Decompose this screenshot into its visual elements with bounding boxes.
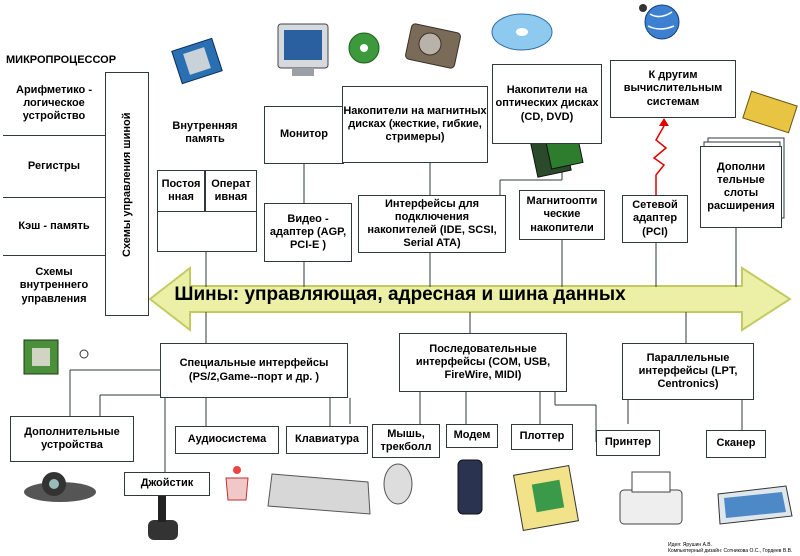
scanner-box: Сканер [706,430,766,458]
scanner-icon [717,485,793,525]
monitor-icon [277,23,329,76]
serial-interfaces-box: Последовательные интерфейсы (COM, USB, F… [399,333,567,392]
internal-control-box: Схемы внутреннего управления [3,256,106,316]
joystick-box: Джойстик [124,472,210,496]
cpu-chip-icon [171,37,223,85]
plotter-box: Плоттер [511,424,573,450]
printer-icon [619,471,683,525]
hard-disk-icon [405,23,461,69]
mouse-box: Мышь, трекболл [372,424,440,458]
other-systems-box: К другим вычислительным системам [610,60,736,118]
footer-design: Компьютерный дизайн: Сотникова О.С., Гор… [668,548,793,554]
modem-box: Модем [446,424,498,448]
parallel-interfaces-box: Параллельные интерфейсы (LPT, Centronics… [622,343,754,400]
network-adapter-box: Сетевой адаптер (PCI) [622,195,688,243]
additional-devices-box: Дополнительные устройства [10,416,134,462]
modem-icon [457,459,483,515]
ram-box: Операт ивная [205,170,257,212]
connection-lines [69,143,743,472]
keyboard-icon [267,473,371,515]
video-adapter-box: Видео - адаптер (AGP, PCI-E ) [264,203,352,262]
webcam-icon [24,472,96,502]
audio-box: Аудиосистема [175,426,279,454]
special-interfaces-box: Специальные интерфейсы (PS/2,Game--порт … [160,343,348,398]
magnetic-drives-box: Накопители на магнитных дисках (жесткие,… [342,86,488,163]
plotter-icon [512,464,580,532]
cache-box: Кэш - память [3,198,106,256]
speaker-icon [225,466,249,501]
monitor-box: Монитор [264,106,344,164]
registers-box: Регистры [3,136,106,198]
footer-idea: Идея: Ярушин А.В. [668,542,713,548]
bus-label: Шины: управляющая, адресная и шина данны… [174,284,626,305]
keyboard-box: Клавиатура [286,426,368,454]
storage-interfaces-box: Интерфейсы для подключения накопителей (… [358,195,506,253]
bus-control-label: Схемы управления шиной [121,112,133,257]
mouse-icon [383,463,413,505]
bus-arrow [148,265,792,333]
joystick-icon [148,496,178,540]
network-link [652,118,669,195]
optical-disc-icon [491,13,553,51]
microprocessor-title: МИКРОПРОЦЕССОР [6,54,117,66]
alu-box: Арифметико - логическое устройство [3,72,106,136]
cd-disc-icon [348,32,380,64]
small-chip-icon [23,339,89,375]
printer-box: Принтер [596,430,660,456]
globe-icon [639,4,680,40]
expansion-slots-box: Дополни тельные слоты расширения [700,146,782,228]
permanent-memory-box: Постоя нная [157,170,205,212]
memory-frame [157,212,257,252]
magneto-optical-box: Магнитоопти ческие накопители [519,190,605,240]
expansion-card-icon [742,90,798,134]
memory-title: Внутренняя память [172,120,238,146]
optical-drives-box: Накопители на оптических дисках (CD, DVD… [492,64,602,144]
